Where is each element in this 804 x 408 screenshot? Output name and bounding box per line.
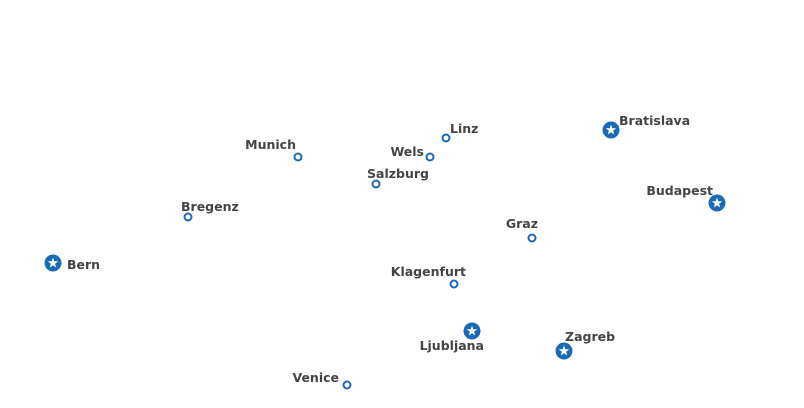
capital-bern[interactable]: Bern	[44, 254, 101, 273]
city-marker	[449, 279, 459, 289]
city-wels[interactable]: Wels	[390, 144, 435, 162]
capital-star-icon	[555, 342, 573, 360]
capital-star-icon	[708, 194, 726, 212]
city-label: Klagenfurt	[391, 264, 466, 279]
city-marker	[371, 179, 381, 189]
city-label: Zagreb	[565, 329, 615, 344]
capital-star-icon	[463, 322, 481, 340]
city-marker	[441, 133, 451, 143]
city-label: Linz	[450, 121, 478, 136]
city-label: Munich	[245, 137, 296, 152]
city-munich[interactable]: Munich	[245, 137, 303, 162]
city-marker	[342, 380, 352, 390]
city-bregenz[interactable]: Bregenz	[181, 199, 239, 222]
city-label: Salzburg	[367, 166, 429, 181]
city-label: Bern	[67, 257, 100, 272]
city-klagenfurt[interactable]: Klagenfurt	[391, 264, 466, 289]
city-salzburg[interactable]: Salzburg	[367, 166, 429, 189]
capital-bratislava[interactable]: Bratislava	[602, 113, 691, 139]
city-label: Venice	[292, 370, 339, 385]
city-marker	[293, 152, 303, 162]
capital-ljubljana[interactable]: Ljubljana	[420, 322, 484, 354]
capital-star-icon	[602, 121, 620, 139]
city-marker	[183, 212, 193, 222]
capital-zagreb[interactable]: Zagreb	[555, 329, 616, 360]
city-label: Bratislava	[619, 113, 690, 128]
city-graz[interactable]: Graz	[506, 216, 538, 243]
city-label: Bregenz	[181, 199, 239, 214]
capital-budapest[interactable]: Budapest	[646, 183, 726, 212]
city-label: Graz	[506, 216, 538, 231]
city-marker	[425, 152, 435, 162]
city-label: Ljubljana	[420, 338, 484, 353]
city-linz[interactable]: Linz	[441, 121, 479, 143]
city-marker	[527, 233, 537, 243]
city-label: Wels	[390, 144, 424, 159]
capital-star-icon	[44, 254, 62, 272]
city-label: Budapest	[646, 183, 713, 198]
city-venice[interactable]: Venice	[292, 370, 352, 390]
